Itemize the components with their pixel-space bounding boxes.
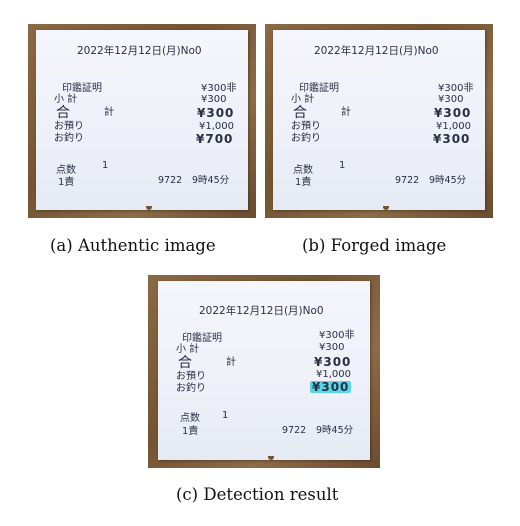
photo-authentic: 2022年12月12日(月)No0 印鑑証明 ¥300非 小 計 ¥300 合 … — [28, 24, 256, 218]
receipt-notch — [383, 206, 389, 210]
receipt-item: 印鑑証明 — [182, 333, 222, 344]
receipt-notch — [146, 206, 152, 210]
photo-detection: 2022年12月12日(月)No0 印鑑証明 ¥300非 小 計 ¥300 合 … — [148, 275, 380, 468]
receipt-change-detected: ¥300 — [310, 380, 352, 394]
receipt-paid: ¥1,000 — [199, 121, 234, 132]
receipt-total-label-a: 合 — [178, 355, 192, 371]
receipt-code: 9722 — [282, 425, 307, 436]
receipt-count: 1 — [102, 160, 109, 171]
receipt-change-label: お釣り — [176, 383, 206, 394]
receipt-subtotal-label: 小 計 — [291, 94, 315, 105]
receipt-code: 9722 — [395, 175, 420, 186]
receipt-total-label-a: 合 — [56, 105, 70, 121]
receipt-time: 9時45分 — [429, 175, 467, 186]
caption-authentic: (a) Authentic image — [50, 236, 216, 255]
receipt-count: 1 — [339, 160, 346, 171]
receipt-time: 9時45分 — [316, 425, 354, 436]
receipt-staff: 1責 — [182, 426, 199, 437]
receipt-paid-label: お預り — [176, 371, 206, 382]
receipt-count-label: 点数 — [293, 165, 313, 176]
receipt-subtotal: ¥300 — [319, 342, 345, 353]
receipt-total: ¥300 — [314, 355, 352, 369]
receipt-change-label: お釣り — [54, 133, 84, 144]
receipt-total-label-a: 合 — [293, 105, 307, 121]
receipt-detection: 2022年12月12日(月)No0 印鑑証明 ¥300非 小 計 ¥300 合 … — [158, 281, 370, 460]
receipt-code: 9722 — [158, 175, 183, 186]
receipt-total-label-b: 計 — [104, 107, 114, 118]
receipt-staff: 1責 — [58, 177, 75, 188]
receipt-total-label-b: 計 — [341, 107, 351, 118]
receipt-paid: ¥1,000 — [316, 369, 351, 380]
receipt-count: 1 — [222, 410, 229, 421]
receipt-staff: 1責 — [295, 177, 312, 188]
receipt-change: ¥300 — [433, 132, 471, 146]
caption-detection: (c) Detection result — [176, 485, 339, 504]
receipt-total: ¥300 — [434, 106, 472, 120]
receipt-time: 9時45分 — [192, 175, 230, 186]
receipt-subtotal-label: 小 計 — [176, 344, 200, 355]
receipt-paid-label: お預り — [54, 121, 84, 132]
receipt-item: 印鑑証明 — [62, 83, 102, 94]
receipt-total: ¥300 — [197, 106, 235, 120]
receipt-subtotal-label: 小 計 — [54, 94, 78, 105]
receipt-count-label: 点数 — [56, 165, 76, 176]
receipt-forged: 2022年12月12日(月)No0 印鑑証明 ¥300非 小 計 ¥300 合 … — [273, 30, 485, 210]
receipt-subtotal: ¥300 — [201, 94, 227, 105]
receipt-item: 印鑑証明 — [299, 83, 339, 94]
receipt-paid: ¥1,000 — [436, 121, 471, 132]
receipt-item-price: ¥300非 — [438, 83, 474, 94]
receipt-change-label: お釣り — [291, 133, 321, 144]
receipt-total-label-b: 計 — [226, 357, 236, 368]
receipt-subtotal: ¥300 — [438, 94, 464, 105]
receipt-count-label: 点数 — [180, 413, 200, 424]
receipt-authentic: 2022年12月12日(月)No0 印鑑証明 ¥300非 小 計 ¥300 合 … — [36, 30, 248, 210]
receipt-date: 2022年12月12日(月)No0 — [77, 45, 202, 57]
caption-forged: (b) Forged image — [302, 236, 447, 255]
receipt-date: 2022年12月12日(月)No0 — [314, 45, 439, 57]
receipt-notch — [268, 456, 274, 460]
receipt-date: 2022年12月12日(月)No0 — [199, 305, 324, 317]
receipt-item-price: ¥300非 — [201, 83, 237, 94]
receipt-paid-label: お預り — [291, 121, 321, 132]
receipt-item-price: ¥300非 — [319, 330, 355, 341]
receipt-change: ¥700 — [196, 132, 234, 146]
photo-forged: 2022年12月12日(月)No0 印鑑証明 ¥300非 小 計 ¥300 合 … — [265, 24, 493, 218]
